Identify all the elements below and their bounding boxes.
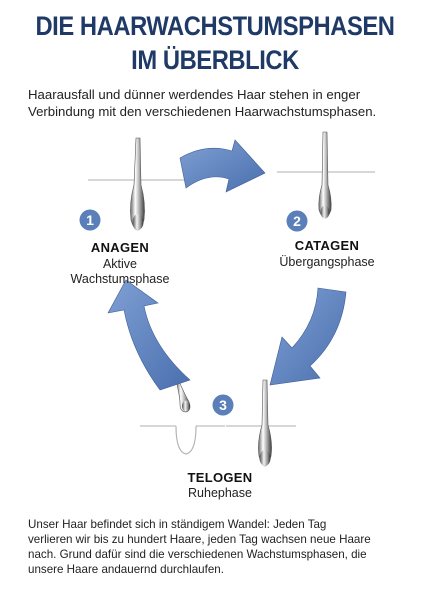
phase-subtitle-anagen: Aktive Wachstumsphase xyxy=(60,257,180,287)
outro-text: Unser Haar befindet sich in ständigem Wa… xyxy=(28,517,418,577)
cycle-arrow-icon xyxy=(179,139,266,193)
page-title-line1: DIE HAARWACHSTUMSPHASEN xyxy=(35,11,395,41)
phase-number: 3 xyxy=(219,397,227,413)
intro-text: Haarausfall und dünner werdendes Haar st… xyxy=(28,86,418,120)
phase-subtitle-line: Aktive xyxy=(102,257,138,271)
phase-number-badge-2: 2 xyxy=(286,210,308,232)
phase-number-badge-3: 3 xyxy=(212,394,234,416)
telogen-hair-follicle-icon xyxy=(226,379,296,467)
phase-subtitle-telogen: Ruhephase xyxy=(160,486,280,501)
phase-number: 2 xyxy=(293,213,301,229)
phase-title-anagen: ANAGEN xyxy=(90,240,150,255)
intro-line: Haarausfall und dünner werdendes Haar st… xyxy=(28,87,361,102)
outro-line: unsere Haare andauernd durchlaufen. xyxy=(28,563,224,576)
phase-subtitle-catagen: Übergangsphase xyxy=(262,255,392,270)
shed-hair-icon xyxy=(175,378,191,413)
cycle-arrow-icon xyxy=(269,287,347,386)
phase-subtitle-line: Ruhephase xyxy=(188,486,252,500)
anagen-hair-follicle-icon xyxy=(88,137,188,231)
phase-title-catagen: CATAGEN xyxy=(294,238,360,253)
catagen-hair-follicle-icon xyxy=(277,131,375,219)
telogen-empty-follicle-icon xyxy=(140,425,225,455)
outro-line: verlieren wir bis zu hundert Haare, jede… xyxy=(28,533,371,546)
outro-line: nach. Grund dafür sind die verschiedenen… xyxy=(28,548,367,561)
outro-line: Unser Haar befindet sich in ständigem Wa… xyxy=(28,518,327,531)
phase-number-badge-1: 1 xyxy=(79,209,101,231)
phase-number: 1 xyxy=(86,212,94,228)
phase-subtitle-line: Wachstumsphase xyxy=(70,272,170,286)
phase-subtitle-line: Übergangsphase xyxy=(279,255,375,269)
phase-title-telogen: TELOGEN xyxy=(187,470,253,485)
cycle-arrow-icon xyxy=(107,279,191,391)
intro-line: Verbindung mit den verschiedenen Haarwac… xyxy=(28,104,377,119)
page-title-line2: IM ÜBERBLICK xyxy=(131,45,299,75)
